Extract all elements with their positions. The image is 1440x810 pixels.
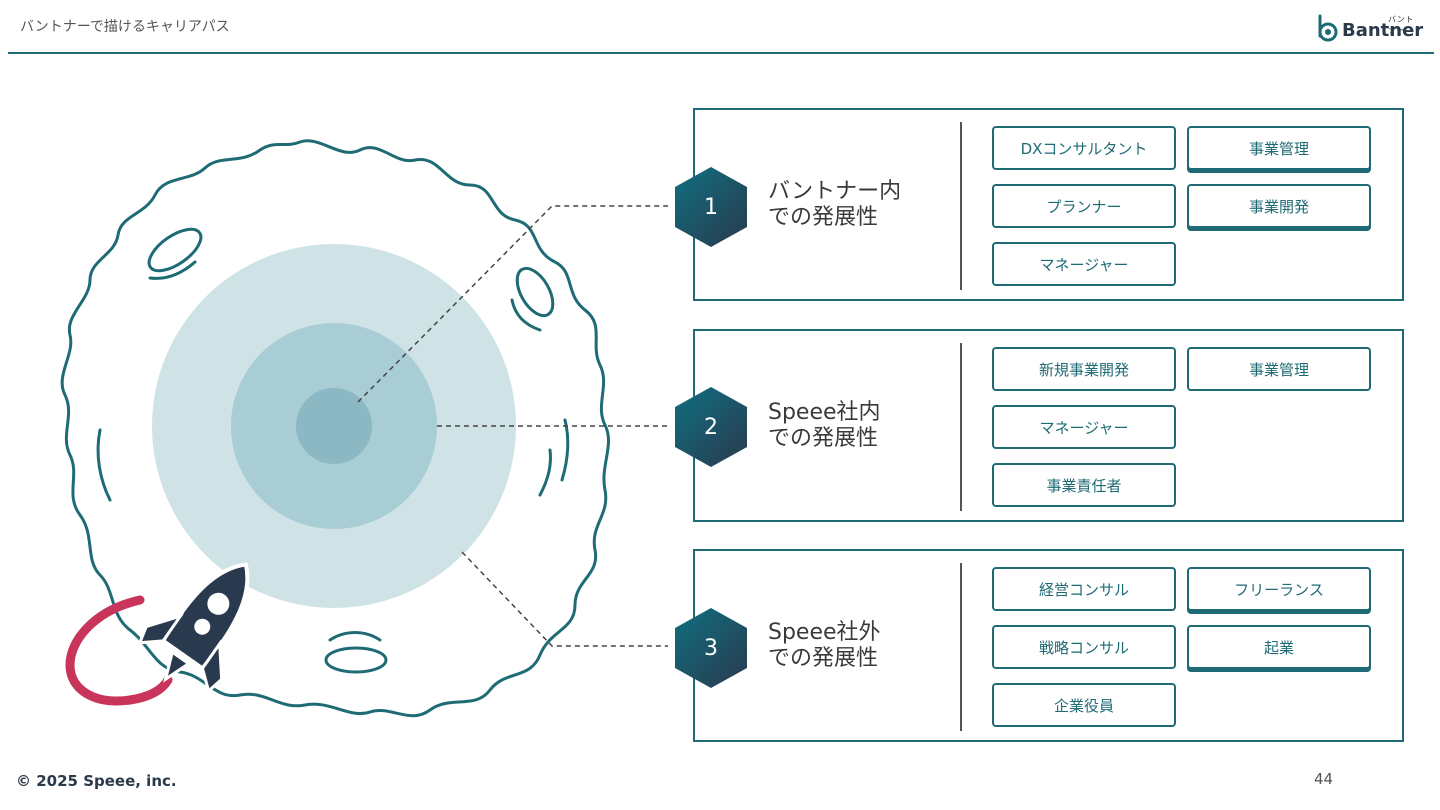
role-chip-corporate-officer: 企業役員 xyxy=(992,683,1176,727)
role-chip-business-lead: 事業責任者 xyxy=(992,463,1176,507)
panel-outside-speee: 3 Speee社外での発展性 経営コンサル フリーランス 戦略コンサル 起業 企… xyxy=(675,549,1404,742)
role-chip-management-consultant: 経営コンサル xyxy=(992,567,1176,611)
bantner-b-logo-icon xyxy=(1318,14,1338,42)
inner-circle xyxy=(296,388,372,464)
role-chip-business-management: 事業管理 xyxy=(1187,347,1371,391)
step-number-badge: 2 xyxy=(675,387,747,467)
role-chip-business-management: 事業管理 xyxy=(1187,126,1371,170)
panel-divider xyxy=(960,343,962,511)
rocket-icon xyxy=(65,562,250,706)
role-chip-planner: プランナー xyxy=(992,184,1176,228)
header-rule xyxy=(8,52,1434,54)
role-chip-manager: マネージャー xyxy=(992,405,1176,449)
role-chip-dx-consultant: DXコンサルタント xyxy=(992,126,1176,170)
header-title: バントナーで描けるキャリアパス xyxy=(20,19,230,35)
panel-inside-bantner: 1 バントナー内での発展性 DXコンサルタント 事業管理 プランナー 事業開発 … xyxy=(675,108,1404,301)
role-chip-business-development: 事業開発 xyxy=(1187,184,1371,228)
role-chip-entrepreneur: 起業 xyxy=(1187,625,1371,669)
panel-title: バントナー内での発展性 xyxy=(768,179,902,230)
role-chip-freelance: フリーランス xyxy=(1187,567,1371,611)
panel-divider xyxy=(960,122,962,290)
role-chip-manager: マネージャー xyxy=(992,242,1176,286)
footer-copyright: © 2025 Speee, inc. xyxy=(16,772,177,790)
bantner-logo: バントナー Bantner xyxy=(1316,12,1424,44)
planet-outline xyxy=(60,139,610,718)
panel-inside-speee: 2 Speee社内での発展性 新規事業開発 事業管理 マネージャー 事業責任者 xyxy=(675,329,1404,522)
logo-wordmark: Bantner xyxy=(1342,20,1424,41)
panel-title: Speee社外での発展性 xyxy=(768,620,881,671)
crater-group xyxy=(96,227,570,674)
panel-title: Speee社内での発展性 xyxy=(768,400,881,451)
logo-katakana: バントナー xyxy=(1388,15,1414,35)
role-chip-strategy-consultant: 戦略コンサル xyxy=(992,625,1176,669)
panel-divider xyxy=(960,563,962,731)
page-number: 44 xyxy=(1314,770,1334,788)
role-chip-new-business-development: 新規事業開発 xyxy=(992,347,1176,391)
connector-lines xyxy=(357,205,668,647)
